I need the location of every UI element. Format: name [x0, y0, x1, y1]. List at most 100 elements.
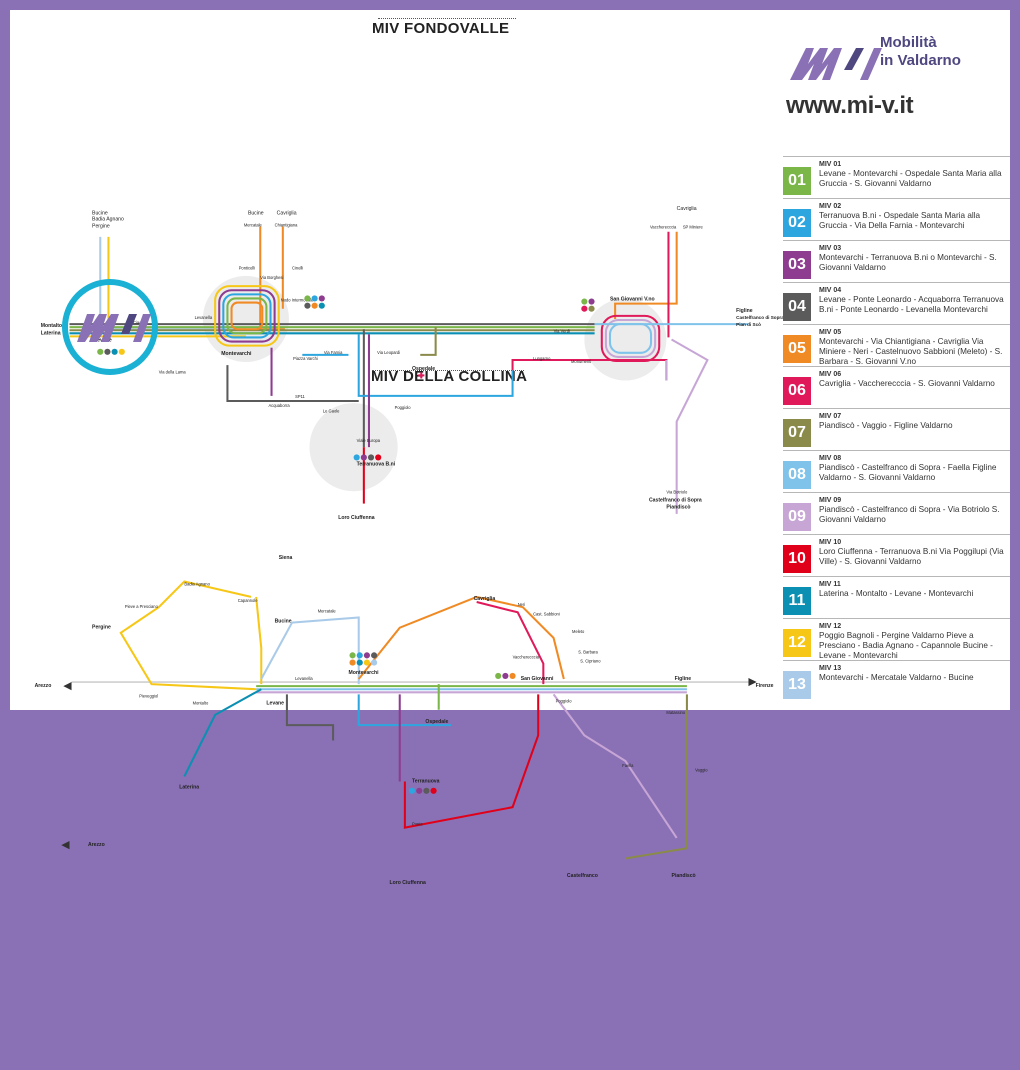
- label-terranuova: Terranuova B.ni: [357, 462, 396, 468]
- line-number-badge: 07: [783, 419, 811, 447]
- label-arezzo2: Arezzo: [88, 842, 105, 848]
- line-description: Loro Ciuffenna - Terranuova B.ni Via Pog…: [819, 547, 1004, 566]
- line-07-path: [420, 327, 437, 356]
- label-castsabbioni: Cast. Sabbioni: [533, 611, 560, 616]
- label-castelfranco: Castelfranco di Sopra: [736, 315, 784, 320]
- line-description: Montevarchi - Mercatale Valdarno - Bucin…: [819, 673, 974, 682]
- label-via-botriolo: Via Botriolo: [666, 489, 688, 494]
- label-cavriglia: Cavriglia: [277, 210, 297, 216]
- collina-map: Siena Badia Agnano Pieve a Presciano Cap…: [35, 555, 774, 886]
- label-via-leopardi: Via Leopardi: [377, 350, 400, 355]
- line-13-path: [260, 616, 360, 685]
- line-number-badge: 03: [783, 251, 811, 279]
- label-castelfranco2: Castelfranco di Sopra: [649, 498, 702, 504]
- label-pian: Pian di Scò: [736, 322, 761, 327]
- line-12-path: [119, 580, 257, 691]
- levane-badges: [97, 348, 125, 355]
- label-san-giovanni: San Giovanni: [521, 676, 554, 682]
- label-loro: Loro Ciuffenna: [389, 880, 425, 886]
- brand-name-line1: Mobilità: [880, 34, 937, 51]
- brand-name-line2: in Valdarno: [880, 52, 961, 69]
- label-piazza-varchi: Piazza Varchi: [293, 356, 318, 361]
- label-le-gaole: Le Gaole: [323, 408, 340, 413]
- label-mercatale: Mercatale: [244, 223, 263, 228]
- label-bucine: Bucine: [275, 619, 292, 625]
- label-matassino: Matassino: [666, 710, 685, 715]
- line-name: MIV 02: [819, 203, 842, 210]
- montevarchi-loop: [230, 301, 264, 331]
- label-piandisco: Piandiscò: [672, 873, 696, 879]
- line-name: MIV 10: [819, 539, 842, 546]
- label-montevarchi: Montevarchi: [221, 351, 252, 357]
- label-via-farnia: Via Farnia: [324, 350, 343, 355]
- line-description: Piandiscò - Vaggio - Figline Valdarno: [819, 421, 953, 430]
- label-cinelli: Cinelli: [292, 266, 303, 271]
- line-description: Levane - Montevarchi - Ospedale Santa Ma…: [819, 169, 1002, 188]
- line-10-path: [403, 694, 540, 829]
- collina-title: MIV DELLA COLLINA: [371, 368, 528, 385]
- label-levane: Levane: [266, 701, 284, 707]
- label-cavriglia: Cavriglia: [474, 596, 496, 602]
- label-figline: Figline: [736, 308, 753, 314]
- label-levanella: Levanella: [195, 315, 213, 320]
- label-chiantigiana: Chiantigiana: [275, 223, 298, 228]
- label-poggiolo: Poggiolo: [395, 405, 412, 410]
- miv-round-logo: [62, 279, 158, 375]
- terranuova-zone: [309, 403, 398, 492]
- label-faella: Faella: [622, 763, 634, 768]
- label-badia: Badia Agnano: [92, 217, 124, 223]
- miv-logo: [790, 48, 882, 80]
- label-lungarno: Lungarno: [533, 356, 551, 361]
- line-description: Montevarchi - Terranuova B.ni o Montevar…: [819, 253, 997, 272]
- line-02-path: [357, 334, 514, 397]
- line-number-badge: 09: [783, 503, 811, 531]
- montevarchi-loop: [226, 297, 268, 335]
- line-description: Poggio Bagnoli - Pergine Valdarno Pieve …: [819, 631, 993, 660]
- label-cavriglia2: Cavriglia: [677, 206, 697, 212]
- line-name: MIV 05: [819, 329, 842, 336]
- line-number-badge: 12: [783, 629, 811, 657]
- line-number-badge: 13: [783, 671, 811, 699]
- montevarchi-badges: [349, 652, 378, 666]
- label-firenze: Firenze: [756, 683, 774, 689]
- label-laterina: Laterina: [179, 785, 199, 791]
- label-via-borghesi: Via Borghesi: [260, 275, 283, 280]
- label-ospedale: Ospedale: [425, 719, 448, 725]
- label-mercatale: Mercatale: [318, 608, 337, 613]
- label-ospedale: Ospedale: [412, 366, 435, 372]
- label-poggiolo: Poggiolo: [556, 699, 573, 704]
- line-name: MIV 06: [819, 371, 842, 378]
- line-description: Piandiscò - Castelfranco di Sopra - Via …: [819, 505, 1000, 524]
- title-divider: [372, 370, 524, 371]
- line-number-badge: 10: [783, 545, 811, 573]
- line-09-path: [671, 338, 709, 514]
- san-giovanni-badges: [495, 672, 516, 679]
- label-pergine: Pergine: [92, 625, 111, 631]
- label-siena: Siena: [279, 555, 293, 561]
- label-neri: Neri: [518, 602, 526, 607]
- label-ponte: Ponte: [412, 822, 423, 827]
- label-ponticelli: Ponticelli: [239, 266, 255, 271]
- line-number-badge: 02: [783, 209, 811, 237]
- line-12-path: [255, 596, 263, 685]
- label-figline: Figline: [675, 676, 692, 682]
- line-number-badge: 04: [783, 293, 811, 321]
- line-name: MIV 03: [819, 245, 842, 252]
- website-url[interactable]: www.mi-v.it: [786, 92, 914, 119]
- line-description: Laterina - Montalto - Levane - Montevarc…: [819, 589, 974, 598]
- label-loro: Loro Ciuffenna: [338, 515, 374, 521]
- line-description: Piandiscò - Castelfranco di Sopra - Fael…: [819, 463, 997, 482]
- terranuova-badges: [353, 454, 382, 461]
- line-name: MIV 13: [819, 665, 842, 672]
- line-05-path: [614, 231, 678, 319]
- montevarchi-loop: [218, 289, 276, 343]
